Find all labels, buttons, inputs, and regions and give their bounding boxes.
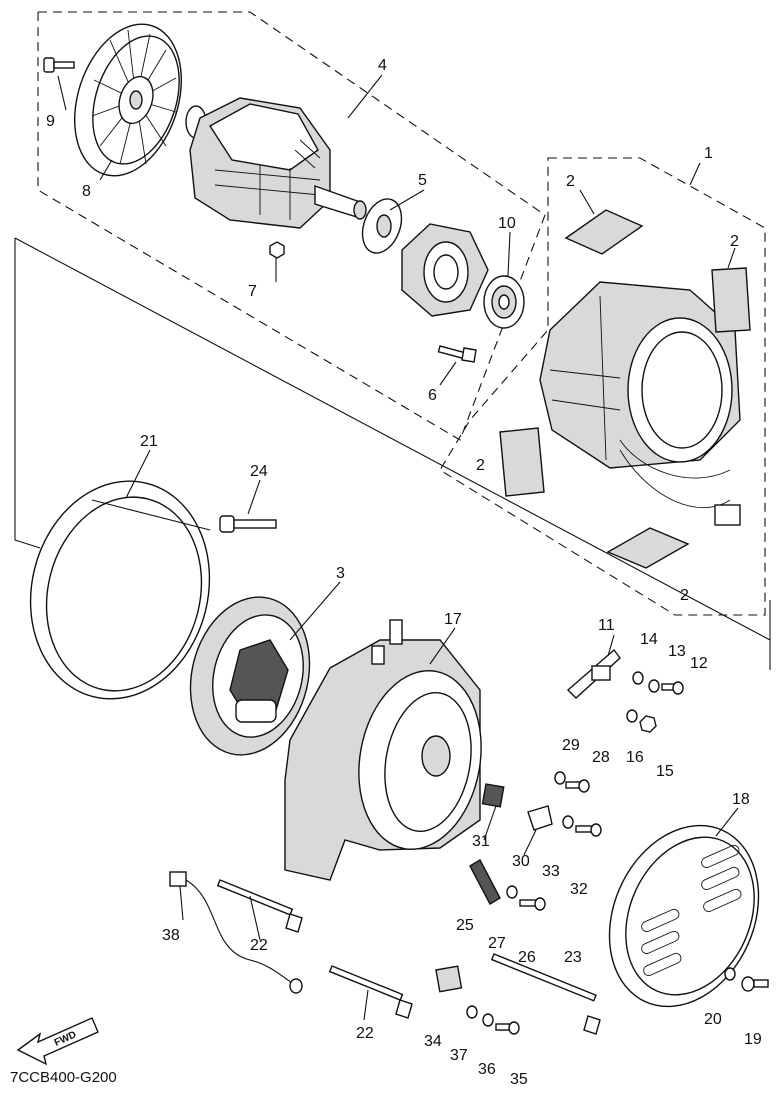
callout-13: 13 bbox=[668, 643, 686, 660]
screw-32 bbox=[575, 823, 602, 837]
end-cover bbox=[608, 824, 760, 1008]
callout-23: 23 bbox=[564, 949, 582, 966]
through-bolt-upper bbox=[216, 879, 303, 933]
assembly-outline bbox=[14, 238, 41, 549]
washer-14 bbox=[632, 671, 644, 685]
rotor-core bbox=[189, 596, 311, 756]
assembly-outline-top bbox=[14, 237, 771, 641]
fan-bolt bbox=[43, 57, 75, 73]
callout-22-upper: 22 bbox=[250, 937, 268, 954]
insulator-pad-bottom bbox=[606, 527, 690, 569]
callout-18: 18 bbox=[732, 791, 750, 808]
callout-2-top: 2 bbox=[566, 173, 575, 190]
screw-12 bbox=[661, 681, 684, 695]
callout-8: 8 bbox=[82, 183, 91, 200]
callout-38: 38 bbox=[162, 927, 180, 944]
callout-33: 33 bbox=[542, 863, 560, 880]
callout-2-right: 2 bbox=[730, 233, 739, 250]
callout-9: 9 bbox=[46, 113, 55, 130]
cover-band bbox=[29, 480, 211, 700]
stator-assembly bbox=[539, 281, 741, 526]
carbon-brush bbox=[481, 783, 505, 808]
callout-26: 26 bbox=[518, 949, 536, 966]
screw-28 bbox=[565, 779, 590, 793]
callout-31: 31 bbox=[472, 833, 490, 850]
bearing-plate bbox=[361, 198, 403, 254]
wire-clamp bbox=[435, 965, 463, 993]
brush-clip bbox=[527, 805, 553, 831]
callout-15: 15 bbox=[656, 763, 674, 780]
callout-35: 35 bbox=[510, 1071, 528, 1088]
cooling-fan bbox=[73, 23, 183, 177]
brush-lever bbox=[469, 859, 501, 905]
insulator-pad-left bbox=[499, 427, 545, 497]
callout-21: 21 bbox=[140, 433, 158, 450]
ground-wire bbox=[169, 871, 303, 994]
callout-32: 32 bbox=[570, 881, 588, 898]
callout-28: 28 bbox=[592, 749, 610, 766]
generator-housing bbox=[284, 619, 482, 881]
callout-10: 10 bbox=[498, 215, 516, 232]
callout-2-left: 2 bbox=[476, 457, 485, 474]
fwd-arrow-icon: FWD bbox=[16, 1017, 99, 1066]
callout-37: 37 bbox=[450, 1047, 468, 1064]
callout-12: 12 bbox=[690, 655, 708, 672]
callout-6: 6 bbox=[428, 387, 437, 404]
stator-group-boundary bbox=[439, 157, 766, 616]
callout-4: 4 bbox=[378, 57, 387, 74]
rotor-assembly bbox=[185, 97, 367, 229]
exciter-unit bbox=[401, 223, 489, 317]
callout-5: 5 bbox=[418, 172, 427, 189]
callout-30: 30 bbox=[512, 853, 530, 870]
callout-22-lower: 22 bbox=[356, 1025, 374, 1042]
washer-13 bbox=[648, 679, 660, 693]
through-bolt-long bbox=[490, 953, 601, 1035]
screw-26 bbox=[519, 897, 546, 911]
washer-33 bbox=[562, 815, 574, 829]
rotor-bolt bbox=[437, 345, 477, 363]
callout-labels: 1 2 2 2 2 3 4 5 6 7 8 9 10 11 12 13 14 1… bbox=[46, 57, 762, 1088]
callout-1: 1 bbox=[704, 145, 713, 162]
callout-25: 25 bbox=[456, 917, 474, 934]
diagram-code: 7CCB400-G200 bbox=[10, 1069, 117, 1086]
nut-15 bbox=[639, 715, 657, 733]
callout-14: 14 bbox=[640, 631, 658, 648]
terminal-bracket bbox=[566, 648, 621, 699]
callout-11: 11 bbox=[598, 617, 615, 634]
washer-37 bbox=[466, 1005, 478, 1019]
washer-20 bbox=[724, 967, 736, 981]
callout-2-bottom: 2 bbox=[680, 587, 689, 604]
washer-36 bbox=[482, 1013, 494, 1027]
rotor-nut bbox=[269, 241, 285, 259]
screw-19 bbox=[741, 976, 769, 992]
callout-7: 7 bbox=[248, 283, 257, 300]
callout-17: 17 bbox=[444, 611, 462, 628]
callout-19: 19 bbox=[744, 1031, 762, 1048]
callout-27: 27 bbox=[488, 935, 506, 952]
callout-29: 29 bbox=[562, 737, 580, 754]
leader-lines bbox=[57, 74, 739, 1021]
washer-27 bbox=[506, 885, 518, 899]
ball-bearing bbox=[483, 275, 525, 329]
callout-36: 36 bbox=[478, 1061, 496, 1078]
insulator-pad-right bbox=[711, 267, 751, 333]
callout-20: 20 bbox=[704, 1011, 722, 1028]
cover-bolt bbox=[219, 515, 277, 533]
washer-16 bbox=[626, 709, 638, 723]
callout-34: 34 bbox=[424, 1033, 442, 1050]
callout-3: 3 bbox=[336, 565, 345, 582]
insulator-pad-top bbox=[564, 209, 644, 255]
callout-24: 24 bbox=[250, 463, 268, 480]
washer-29 bbox=[554, 771, 566, 785]
through-bolt-lower bbox=[328, 965, 413, 1019]
screw-35 bbox=[495, 1021, 520, 1035]
callout-16: 16 bbox=[626, 749, 644, 766]
